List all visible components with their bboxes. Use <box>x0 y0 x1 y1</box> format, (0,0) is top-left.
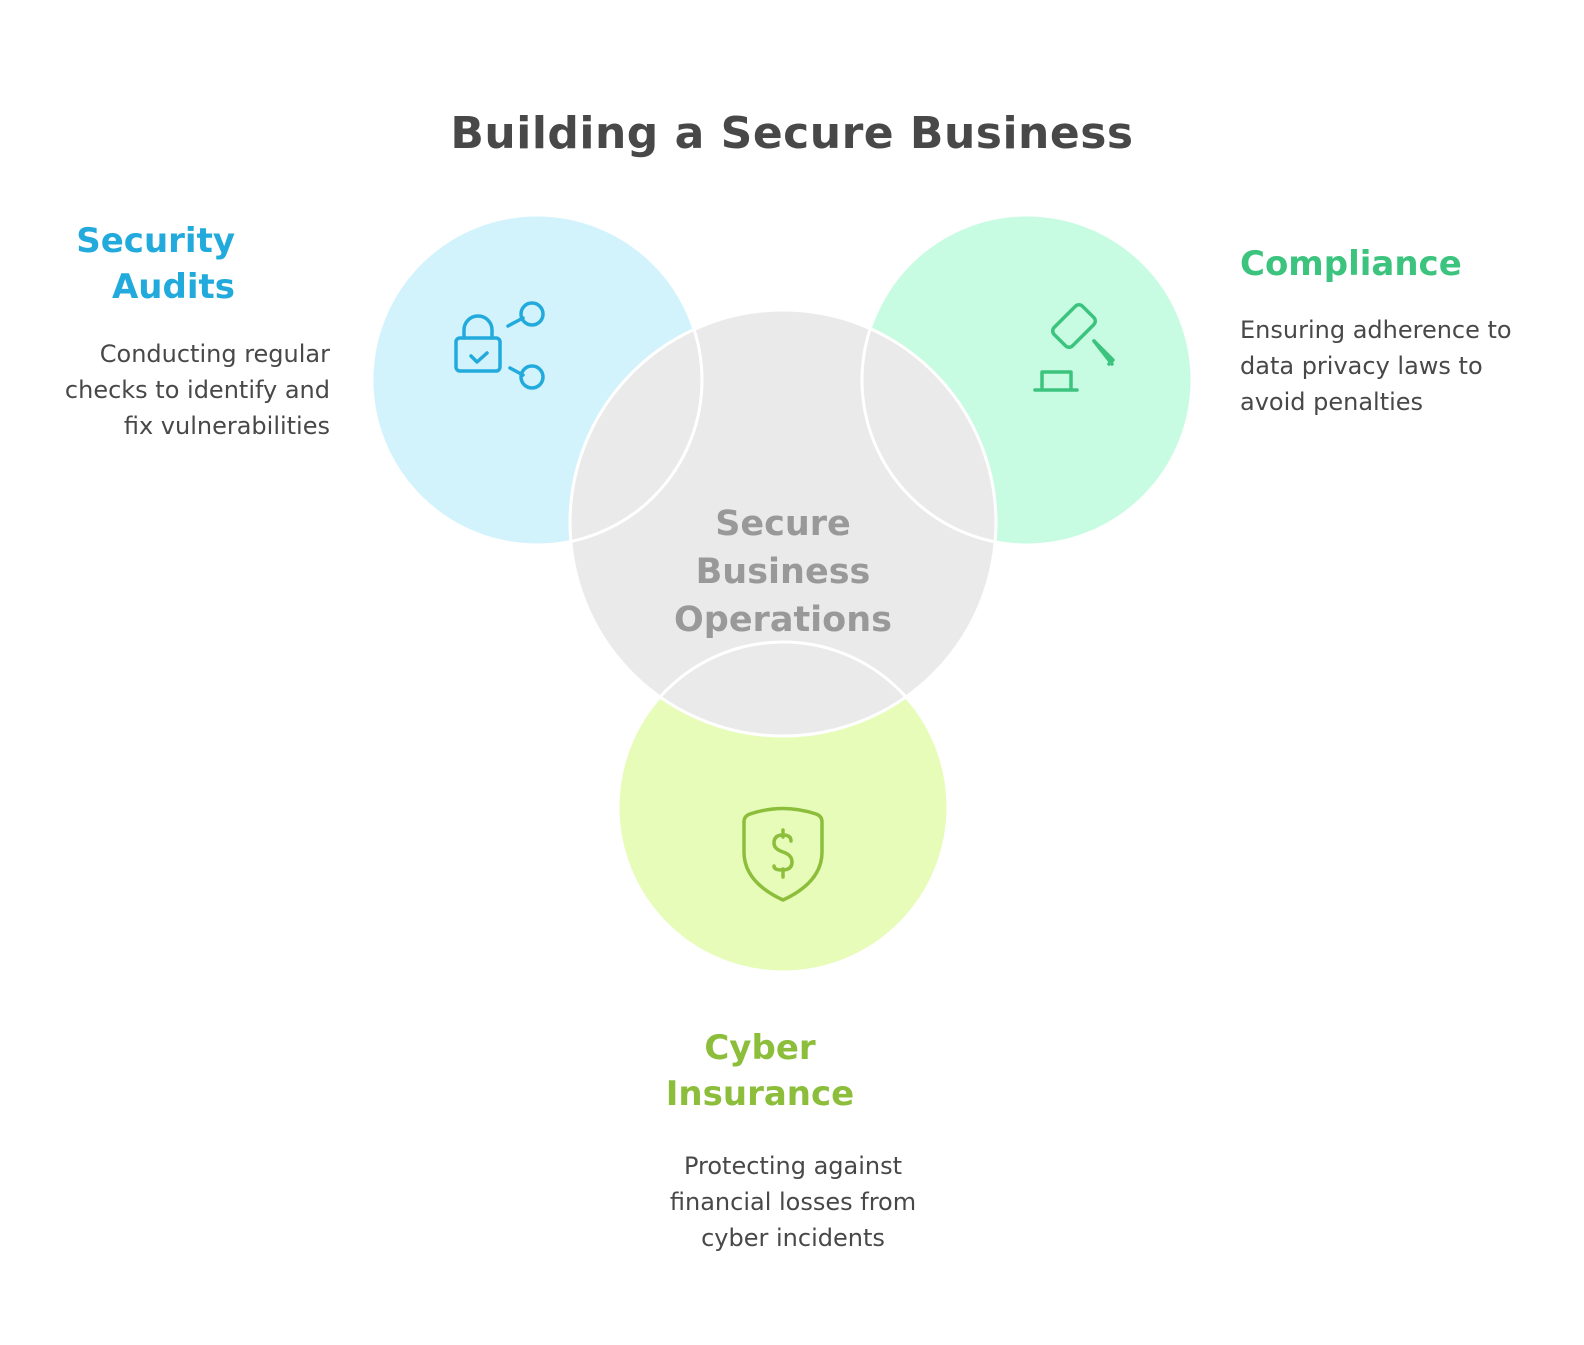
cyber-insurance-heading: Cyber Insurance <box>665 1028 855 1114</box>
security-audits-heading: Security Audits <box>76 221 235 307</box>
center-circle-outline <box>568 308 998 738</box>
compliance-description: Ensuring adherence to data privacy laws … <box>1240 316 1512 416</box>
cyber-insurance-description: Protecting against financial losses from… <box>669 1152 917 1252</box>
center-circle <box>570 310 996 736</box>
gavel-icon <box>1033 302 1115 392</box>
compliance-heading: Compliance <box>1240 244 1462 284</box>
circle-outlines <box>370 213 1194 974</box>
diagram-title: Building a Secure Business <box>450 108 1134 159</box>
security-audits-circle-outline <box>370 213 704 547</box>
cyber-insurance-circle-outline <box>616 640 950 974</box>
center-label: Secure Business Operations <box>674 504 892 640</box>
shield-dollar-icon <box>742 806 824 902</box>
compliance-circle-outline <box>860 213 1194 547</box>
security-audits-description: Conducting regular checks to identify an… <box>64 340 330 440</box>
lock-share-icon <box>454 301 545 390</box>
